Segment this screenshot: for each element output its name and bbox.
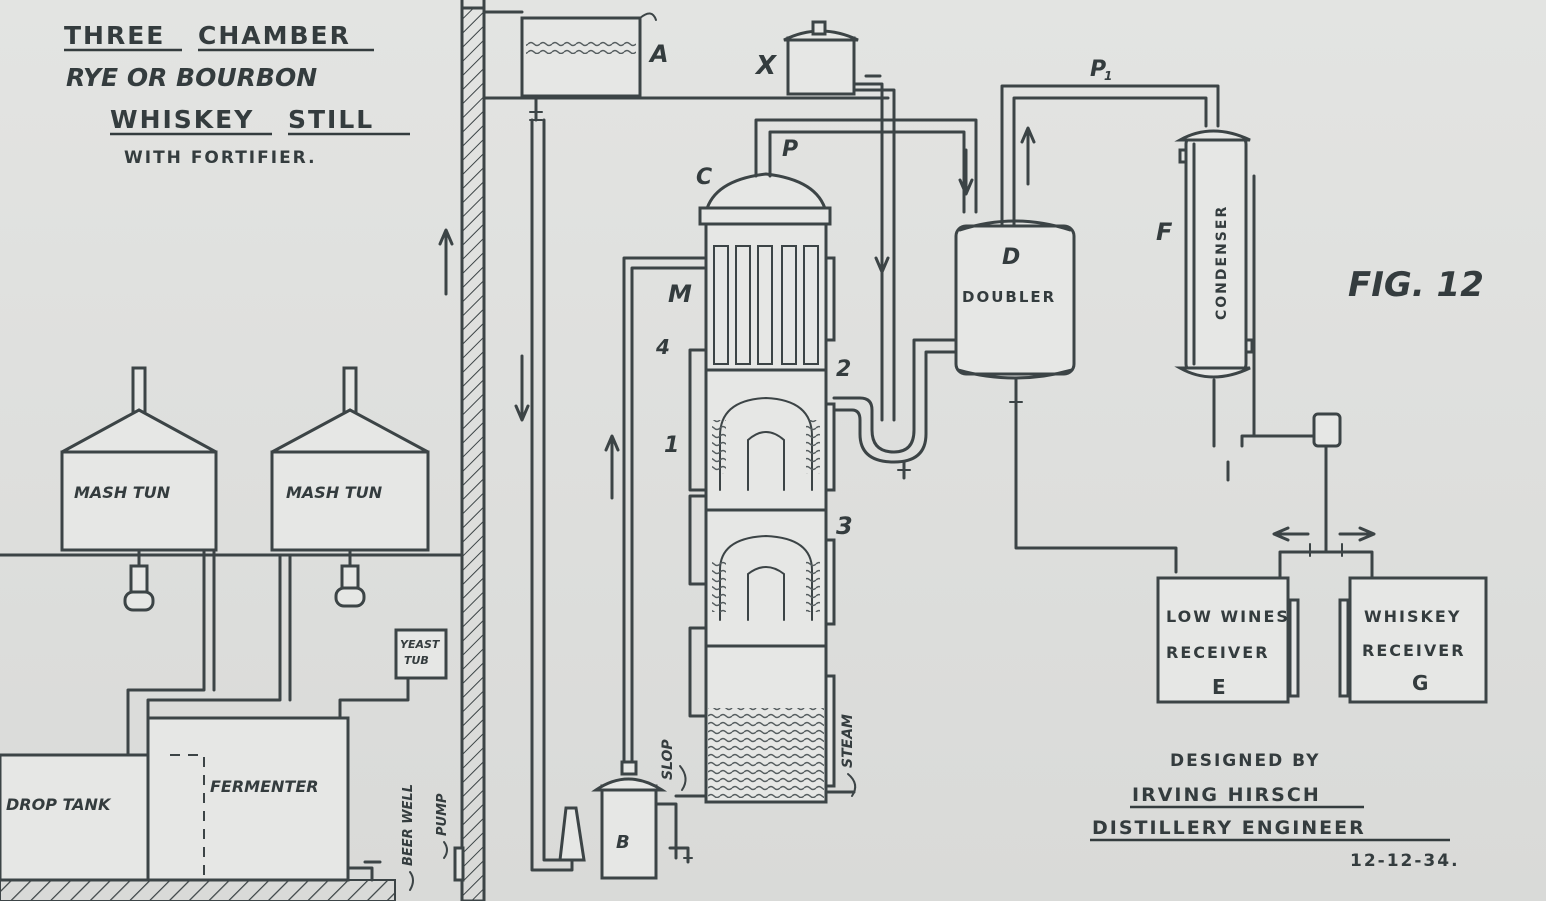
- condenser: CONDENSER F: [1156, 129, 1376, 580]
- still-column: C P M 4 2 1 3: [655, 118, 978, 804]
- flow-arrows-left: [438, 228, 454, 296]
- beer-pump: [453, 846, 465, 882]
- title-block: THREE CHAMBER RYE OR BOURBON WHISKEY STI…: [64, 21, 410, 168]
- fermenter: FERMENTER: [146, 716, 382, 882]
- title-three: THREE: [64, 21, 165, 50]
- yeast-tub: YEAST TUB: [338, 628, 448, 722]
- beer-well-leader: [409, 871, 414, 891]
- tank-a-label: A: [648, 40, 669, 68]
- title-rye-bourbon: RYE OR BOURBON: [66, 63, 317, 92]
- mash-piping: [126, 548, 292, 757]
- condenser-letter: F: [1156, 218, 1173, 246]
- title-whiskey: WHISKEY: [110, 105, 254, 134]
- mash-tun-left: MASH TUN: [60, 366, 218, 612]
- steam-label: STEAM: [840, 714, 856, 768]
- doubler-label: DOUBLER: [962, 288, 1056, 306]
- credit-name: IRVING HIRSCH: [1132, 784, 1321, 806]
- doubler: D DOUBLER P 1: [954, 57, 1220, 574]
- figure-label: FIG. 12: [1348, 265, 1484, 305]
- drop-tank: DROP TANK: [0, 753, 150, 882]
- tank-a: A: [482, 10, 890, 122]
- condenser-label: CONDENSER: [1214, 205, 1230, 320]
- doubler-letter: D: [1002, 245, 1020, 270]
- low-wines-label-2: RECEIVER: [1166, 643, 1270, 662]
- tank-x-label: X: [754, 51, 778, 81]
- column-c-label: C: [696, 165, 712, 190]
- column-num-3: 3: [836, 512, 853, 540]
- whiskey-label-1: WHISKEY: [1364, 607, 1461, 626]
- whiskey-label-2: RECEIVER: [1362, 641, 1466, 660]
- tank-x: X: [754, 20, 896, 422]
- pipe-p1-label: P: [1090, 57, 1106, 82]
- low-wines-letter: E: [1212, 675, 1228, 699]
- pump-b-label: B: [616, 832, 630, 853]
- title-chamber: CHAMBER: [198, 21, 351, 50]
- credit-designed-by: DESIGNED BY: [1170, 751, 1320, 771]
- mash-tun-right-label: MASH TUN: [286, 483, 383, 502]
- yeast-tub-label-2: TUB: [404, 654, 429, 667]
- beer-well-label: BEER WELL: [401, 784, 416, 866]
- credit-date: 12-12-34.: [1350, 851, 1460, 871]
- whiskey-receiver: WHISKEY RECEIVER G: [1338, 576, 1488, 704]
- title-fortifier: WITH FORTIFIER.: [124, 148, 317, 168]
- building-wall: [460, 0, 486, 901]
- title-still: STILL: [288, 105, 374, 134]
- yeast-tub-label-1: YEAST: [400, 638, 441, 651]
- column-m-label: M: [668, 280, 692, 308]
- pipe-p1-sub: 1: [1104, 69, 1112, 83]
- low-wines-label-1: LOW WINES: [1166, 607, 1290, 626]
- floor: [0, 879, 396, 901]
- drop-tank-label: DROP TANK: [6, 795, 112, 814]
- pump-label: PUMP: [435, 793, 450, 836]
- column-num-2: 2: [836, 357, 851, 382]
- column-num-4: 4: [655, 335, 670, 359]
- feed-pipe: [514, 118, 586, 872]
- mash-tun-right: MASH TUN: [270, 366, 430, 608]
- pump-leader: [443, 841, 448, 859]
- pump-b: B: [591, 256, 706, 880]
- credit-title: DISTILLERY ENGINEER: [1092, 817, 1366, 839]
- whiskey-letter: G: [1412, 671, 1430, 695]
- credit-block: DESIGNED BY IRVING HIRSCH DISTILLERY ENG…: [1090, 751, 1460, 871]
- low-wines-receiver: LOW WINES RECEIVER E: [1156, 576, 1300, 704]
- pipe-p-label: P: [782, 137, 798, 162]
- mash-tun-left-label: MASH TUN: [74, 483, 171, 502]
- fermenter-label: FERMENTER: [210, 777, 319, 796]
- column-num-1: 1: [664, 433, 679, 458]
- u-trap: [832, 210, 958, 480]
- slop-label: SLOP: [660, 739, 676, 780]
